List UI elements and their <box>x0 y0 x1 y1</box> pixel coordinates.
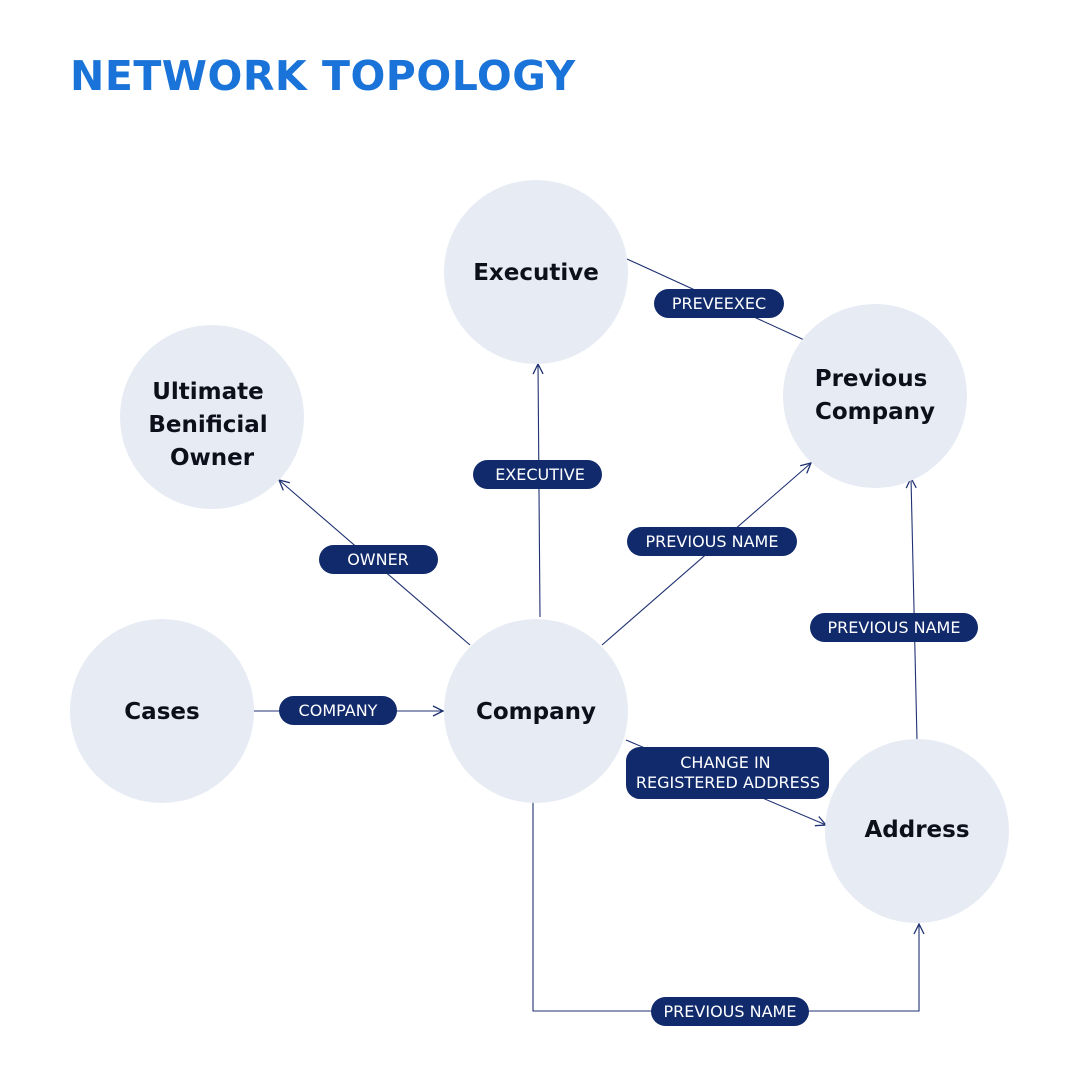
edge-label-executive-text: EXECUTIVE <box>495 465 585 484</box>
node-address: Address <box>825 739 1009 923</box>
node-address-label: Address <box>864 817 969 843</box>
node-ubo-label-line3: Owner <box>170 445 255 471</box>
edge-address-to-previous-company <box>911 478 918 741</box>
node-previous-company-label-line1: Previous <box>815 366 928 392</box>
node-company-label: Company <box>476 699 596 725</box>
svg-text:Company: Company <box>476 699 596 725</box>
svg-text:EXECUTIVE: EXECUTIVE <box>495 465 585 484</box>
edge-company-to-executive <box>538 364 540 618</box>
page-title: NETWORK TOPOLOGY <box>70 52 576 100</box>
edge-label-previous-name-company: PREVIOUS NAME <box>627 527 797 556</box>
svg-text:PREVIOUS NAME: PREVIOUS NAME <box>664 1002 797 1021</box>
edge-label-change-address-line1: CHANGE IN <box>680 753 770 772</box>
edge-label-owner: OWNER <box>319 545 438 574</box>
node-cases-label: Cases <box>124 699 199 725</box>
edge-label-change-address-line2: REGISTERED ADDRESS <box>636 773 820 792</box>
edge-label-change-in-registered-address: CHANGE IN REGISTERED ADDRESS <box>626 747 829 799</box>
edge-label-executive: EXECUTIVE <box>473 460 602 489</box>
svg-text:Executive: Executive <box>473 260 599 286</box>
svg-text:OWNER: OWNER <box>347 550 409 569</box>
svg-text:PREVIOUS NAME: PREVIOUS NAME <box>828 618 961 637</box>
svg-text:PREVIOUS NAME: PREVIOUS NAME <box>646 532 779 551</box>
edge-label-owner-text: OWNER <box>347 550 409 569</box>
edge-label-previous-name-address-text: PREVIOUS NAME <box>828 618 961 637</box>
edge-label-previous-name-company-text: PREVIOUS NAME <box>646 532 779 551</box>
edge-label-previous-name-bottom-text: PREVIOUS NAME <box>664 1002 797 1021</box>
svg-text:Ultimate Benificial: Ultimate Benificial Owner <box>148 379 275 471</box>
svg-text:CHANGE IN REGISTERED ADD: CHANGE IN REGISTERED ADDRESS <box>636 753 820 792</box>
edge-label-preveexec: PREVEEXEC <box>654 289 784 318</box>
edge-label-company: COMPANY <box>279 696 397 725</box>
node-ubo-label-line1: Ultimate <box>152 379 264 405</box>
svg-text:Previous Company: Previous Company <box>815 366 936 425</box>
node-cases: Cases <box>70 619 254 803</box>
edge-label-previous-name-bottom: PREVIOUS NAME <box>651 997 809 1026</box>
node-ubo-label-line2: Benificial <box>148 412 267 438</box>
node-previous-company: Previous Company <box>783 304 967 488</box>
node-company: Company <box>444 619 628 803</box>
edge-label-company-text: COMPANY <box>299 701 378 720</box>
svg-text:Cases: Cases <box>124 699 199 725</box>
edge-label-previous-name-address: PREVIOUS NAME <box>810 613 978 642</box>
edge-label-preveexec-text: PREVEEXEC <box>672 294 766 313</box>
node-executive-label: Executive <box>473 260 599 286</box>
node-previous-company-label-line2: Company <box>815 399 935 425</box>
svg-text:PREVEEXEC: PREVEEXEC <box>672 294 766 313</box>
svg-text:COMPANY: COMPANY <box>299 701 378 720</box>
node-ultimate-beneficial-owner: Ultimate Benificial Owner <box>120 325 304 509</box>
svg-text:Address: Address <box>864 817 969 843</box>
node-executive: Executive <box>444 180 628 364</box>
